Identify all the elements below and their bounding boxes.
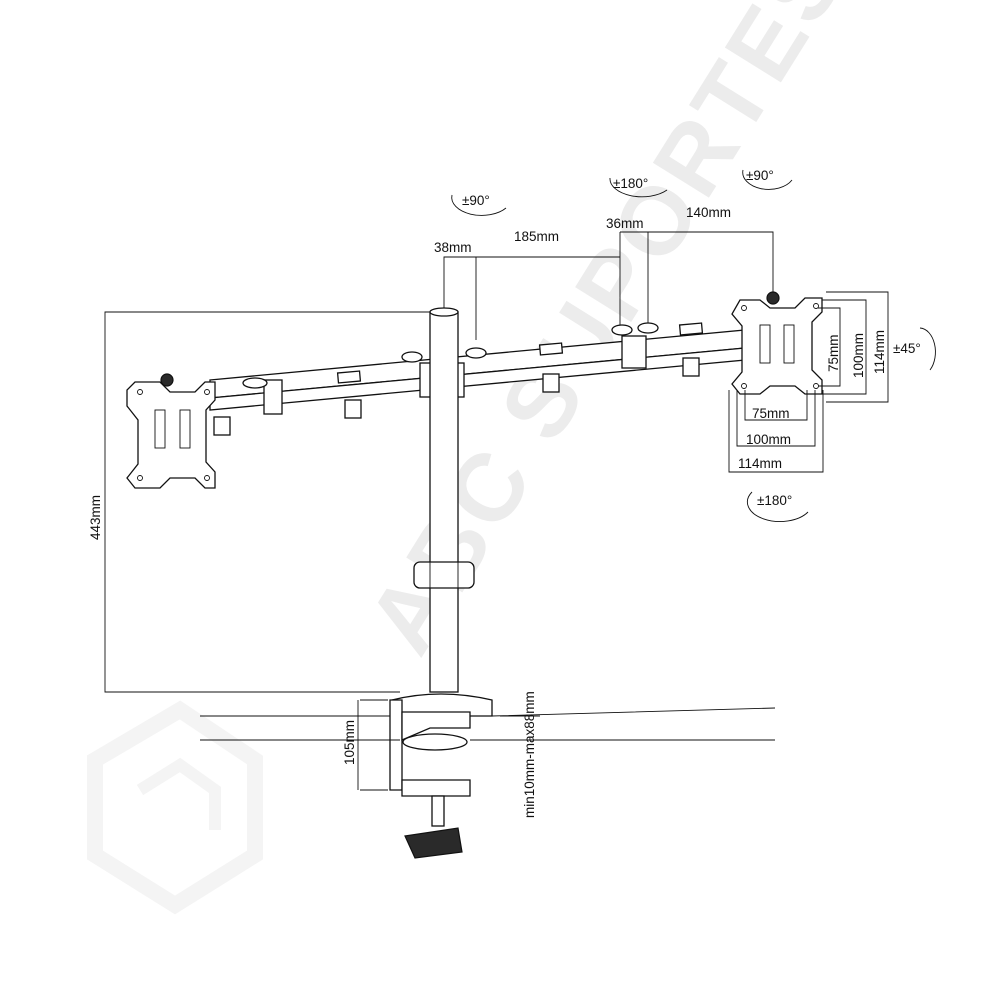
- left-swivel-indicator: ±90°: [451, 193, 507, 216]
- top-dimensions: 38mm 185mm 36mm 140mm: [434, 205, 774, 340]
- pole-offset-label: 38mm: [434, 240, 472, 255]
- desk-thickness-label: min10mm-max88mm: [522, 691, 537, 818]
- arm-segment-1-label: 185mm: [514, 229, 559, 244]
- vesa-v-114-label: 114mm: [872, 330, 887, 374]
- arm-segment-2-label: 140mm: [686, 205, 731, 220]
- vesa-h-114-label: 114mm: [738, 456, 782, 471]
- right-tilt-label: ±90°: [746, 168, 774, 183]
- left-vesa-plate: [126, 373, 216, 489]
- clamp-height-label: 105mm: [342, 720, 357, 765]
- vesa-h-75-label: 75mm: [752, 406, 790, 421]
- right-rotation-label: ±45°: [893, 341, 921, 356]
- right-swivel-indicator: ±180°: [746, 491, 809, 522]
- pole: [413, 307, 475, 693]
- rotation-indicators: ±90° ±180° ±90° ±45° ±180°: [451, 168, 936, 522]
- height-label: 443mm: [88, 495, 103, 540]
- height-dimension: 443mm: [88, 311, 430, 693]
- left-swivel-label: ±90°: [462, 193, 490, 208]
- vesa-dimensions: 75mm 100mm 114mm 75mm 100mm 114mm: [728, 291, 889, 473]
- vesa-v-100-label: 100mm: [851, 333, 866, 378]
- watermark-logo-icon: [87, 700, 263, 915]
- center-swivel-indicator: ±180°: [609, 176, 668, 198]
- desk-clamp: 105mm min10mm-max88mm: [200, 691, 776, 859]
- center-swivel-label: ±180°: [613, 176, 648, 191]
- right-swivel-label: ±180°: [757, 493, 792, 508]
- vesa-v-75-label: 75mm: [826, 334, 841, 372]
- watermark: ABC SUPORTES: [87, 0, 867, 915]
- right-rotation-indicator: ±45°: [893, 327, 936, 371]
- vesa-h-100-label: 100mm: [746, 432, 791, 447]
- right-vesa-plate: [731, 291, 823, 395]
- joint-width-label: 36mm: [606, 216, 644, 231]
- right-tilt-indicator: ±90°: [742, 168, 793, 190]
